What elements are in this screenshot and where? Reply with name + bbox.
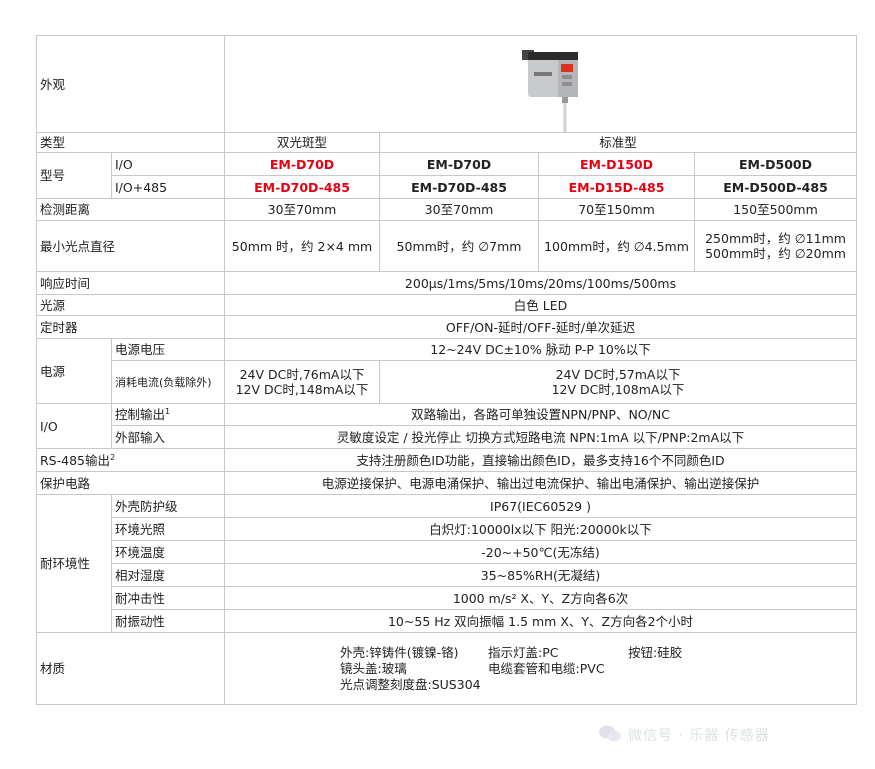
io-label: I/O	[36, 403, 112, 449]
distance-4: 150至500mm	[694, 198, 858, 221]
spot-3: 100mm时，约 ∅4.5mm	[538, 220, 696, 272]
watermark-text: 微信号 · 乐器 传感器	[628, 728, 770, 744]
distance-1: 30至70mm	[224, 198, 381, 221]
timer-value: OFF/ON-延时/OFF-延时/单次延迟	[224, 315, 858, 339]
current-dual-line2: 12V DC时,148mA以下	[235, 382, 369, 397]
model-io-label: I/O	[110, 152, 226, 176]
model-io-3: EM-D150D	[538, 152, 696, 176]
type-label: 类型	[35, 132, 226, 153]
env-item-label: 环境温度	[110, 540, 226, 564]
current-std-line2: 12V DC时,108mA以下	[551, 382, 685, 397]
distance-label: 检测距离	[35, 198, 226, 221]
env-item-value: 35~85%RH(无凝结)	[224, 563, 858, 587]
env-label: 耐环境性	[36, 494, 112, 633]
watermark: 微信号 · 乐器 传感器	[598, 723, 858, 745]
spot-4-line1: 250mm时，约 ∅11mm	[705, 231, 846, 246]
model-io485-3: EM-D15D-485	[538, 175, 696, 199]
spec-table: 外观 类型 双光斑型 标准型 型号 I/O EM-D70D EM-D70D EM…	[35, 35, 858, 705]
material-cable: 电缆套管和电缆:PVC	[488, 660, 605, 676]
rs485-text: RS-485输出	[40, 452, 110, 468]
sensor-image	[522, 50, 579, 132]
env-item-label: 外壳防护级	[110, 494, 226, 518]
current-dual: 24V DC时,76mA以下 12V DC时,148mA以下	[224, 360, 381, 404]
env-item-value: -20~+50℃(无冻结)	[224, 540, 858, 564]
light-value: 白色 LED	[224, 294, 858, 316]
material-dial: 光点调整刻度盘:SUS304	[340, 676, 481, 692]
spot-2: 50mm时，约 ∅7mm	[379, 220, 540, 272]
appearance-label: 外观	[35, 35, 226, 133]
control-output-footnote: 1	[165, 406, 171, 416]
power-label: 电源	[36, 338, 112, 404]
env-item-label: 环境光照	[110, 517, 226, 541]
material-lens: 镜头盖:玻璃	[340, 660, 407, 676]
model-io-4: EM-D500D	[694, 152, 858, 176]
material-button: 按钮:硅胶	[628, 644, 683, 660]
wechat-icon	[599, 725, 621, 742]
current-label: 消耗电流(负载除外)	[110, 360, 226, 404]
current-dual-line1: 24V DC时,76mA以下	[239, 367, 365, 382]
control-output-value: 双路输出，各路可单独设置NPN/PNP、NO/NC	[224, 403, 858, 426]
material-value: 外壳:锌铸件(镀镍-铬) 指示灯盖:PC 按钮:硅胶 镜头盖:玻璃 电缆套管和电缆:P…	[224, 632, 858, 705]
spot-4: 250mm时，约 ∅11mm 500mm时，约 ∅20mm	[694, 220, 858, 272]
spot-label: 最小光点直径	[35, 220, 226, 272]
type-standard: 标准型	[379, 132, 858, 153]
control-output-label: 控制输出1	[110, 403, 226, 426]
env-item-label: 耐冲击性	[110, 586, 226, 610]
response-label: 响应时间	[35, 271, 226, 295]
control-output-text: 控制输出	[115, 407, 166, 422]
current-standard: 24V DC时,57mA以下 12V DC时,108mA以下	[379, 360, 858, 404]
env-item-value: 10~55 Hz 双向振幅 1.5 mm X、Y、Z方向各2个小时	[224, 609, 858, 633]
product-photo-cell	[224, 35, 858, 133]
external-input-value: 灵敏度设定 / 投光停止 切换方式短路电流 NPN:1mA 以下/PNP:2mA…	[224, 425, 858, 449]
protect-label: 保护电路	[35, 471, 226, 495]
material-label: 材质	[35, 632, 226, 705]
model-io485-2: EM-D70D-485	[379, 175, 540, 199]
env-item-value: 白炽灯:10000lx以下 阳光:20000k以下	[224, 517, 858, 541]
current-std-line1: 24V DC时,57mA以下	[555, 367, 681, 382]
env-item-value: IP67(IEC60529 )	[224, 494, 858, 518]
timer-label: 定时器	[35, 315, 226, 339]
light-label: 光源	[35, 294, 226, 316]
rs485-footnote: 2	[110, 452, 116, 462]
protect-value: 电源逆接保护、电源电涌保护、输出过电流保护、输出电涌保护、输出逆接保护	[224, 471, 858, 495]
external-input-label: 外部输入	[110, 425, 226, 449]
response-value: 200μs/1ms/5ms/10ms/20ms/100ms/500ms	[224, 271, 858, 295]
rs485-value: 支持注册颜色ID功能，直接输出颜色ID，最多支持16个不同颜色ID	[224, 448, 858, 472]
type-dual: 双光斑型	[224, 132, 381, 153]
model-io485-1: EM-D70D-485	[224, 175, 381, 199]
model-label: 型号	[36, 152, 112, 199]
voltage-value: 12~24V DC±10% 脉动 P-P 10%以下	[224, 338, 858, 361]
env-item-value: 1000 m/s² X、Y、Z方向各6次	[224, 586, 858, 610]
material-housing: 外壳:锌铸件(镀镍-铬)	[340, 644, 459, 660]
rs485-label: RS-485输出2	[35, 448, 226, 472]
distance-3: 70至150mm	[538, 198, 696, 221]
voltage-label: 电源电压	[110, 338, 226, 361]
spot-1: 50mm 时，约 2×4 mm	[224, 220, 381, 272]
env-item-label: 耐振动性	[110, 609, 226, 633]
spot-4-line2: 500mm时，约 ∅20mm	[705, 246, 846, 261]
model-io-2: EM-D70D	[379, 152, 540, 176]
distance-2: 30至70mm	[379, 198, 540, 221]
env-item-label: 相对湿度	[110, 563, 226, 587]
model-io485-4: EM-D500D-485	[694, 175, 858, 199]
model-io485-label: I/O+485	[110, 175, 226, 199]
model-io-1: EM-D70D	[224, 152, 381, 176]
material-indicator: 指示灯盖:PC	[488, 644, 559, 660]
